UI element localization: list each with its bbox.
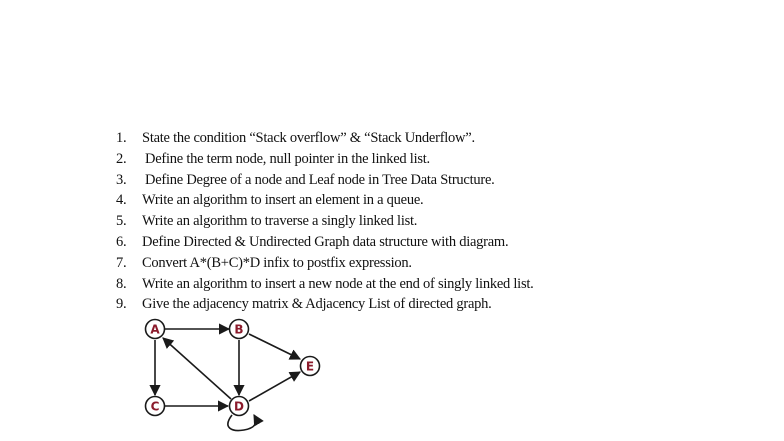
- question-number: 1.: [116, 130, 127, 146]
- node-label: C: [151, 400, 160, 414]
- question-number: 5.: [116, 213, 127, 230]
- question-number: 4.: [116, 192, 127, 209]
- node-d: D: [228, 395, 250, 417]
- directed-graph-diagram: A B C D E: [144, 318, 321, 432]
- question-number: 7.: [116, 254, 127, 271]
- node-a: A: [144, 318, 166, 340]
- question-text: State the condition “Stack overflow” & “…: [142, 130, 475, 146]
- question-number: 3.: [116, 171, 127, 188]
- graph-edges: [149, 323, 302, 432]
- node-label: E: [306, 360, 314, 374]
- question-text: Define Degree of a node and Leaf node in…: [145, 171, 495, 188]
- node-label: B: [234, 323, 243, 337]
- question-text: Write an algorithm to insert a new node …: [142, 275, 534, 292]
- node-c: C: [144, 395, 166, 417]
- graph-nodes: A B C D E: [144, 318, 321, 417]
- node-e: E: [299, 355, 321, 377]
- edge-b-e: [248, 333, 302, 360]
- question-text: Define Directed & Undirected Graph data …: [142, 233, 509, 250]
- question-number: 6.: [116, 233, 127, 250]
- question-text: Write an algorithm to traverse a singly …: [142, 213, 418, 230]
- node-label: A: [150, 323, 160, 337]
- question-text: Define the term node, null pointer in th…: [145, 150, 430, 167]
- edge-d-e: [248, 371, 301, 402]
- question-number: 8.: [116, 275, 127, 292]
- node-b: B: [228, 318, 250, 340]
- node-label: D: [234, 400, 244, 414]
- question-number: 9.: [116, 296, 127, 313]
- edge-d-a: [162, 337, 232, 400]
- question-text: Convert A*(B+C)*D infix to postfix expre…: [142, 254, 412, 271]
- question-text: Give the adjacency matrix & Adjacency Li…: [142, 296, 492, 313]
- question-number: 2.: [116, 150, 127, 167]
- edge-d-d: [227, 414, 264, 432]
- question-text: Write an algorithm to insert an element …: [142, 192, 424, 209]
